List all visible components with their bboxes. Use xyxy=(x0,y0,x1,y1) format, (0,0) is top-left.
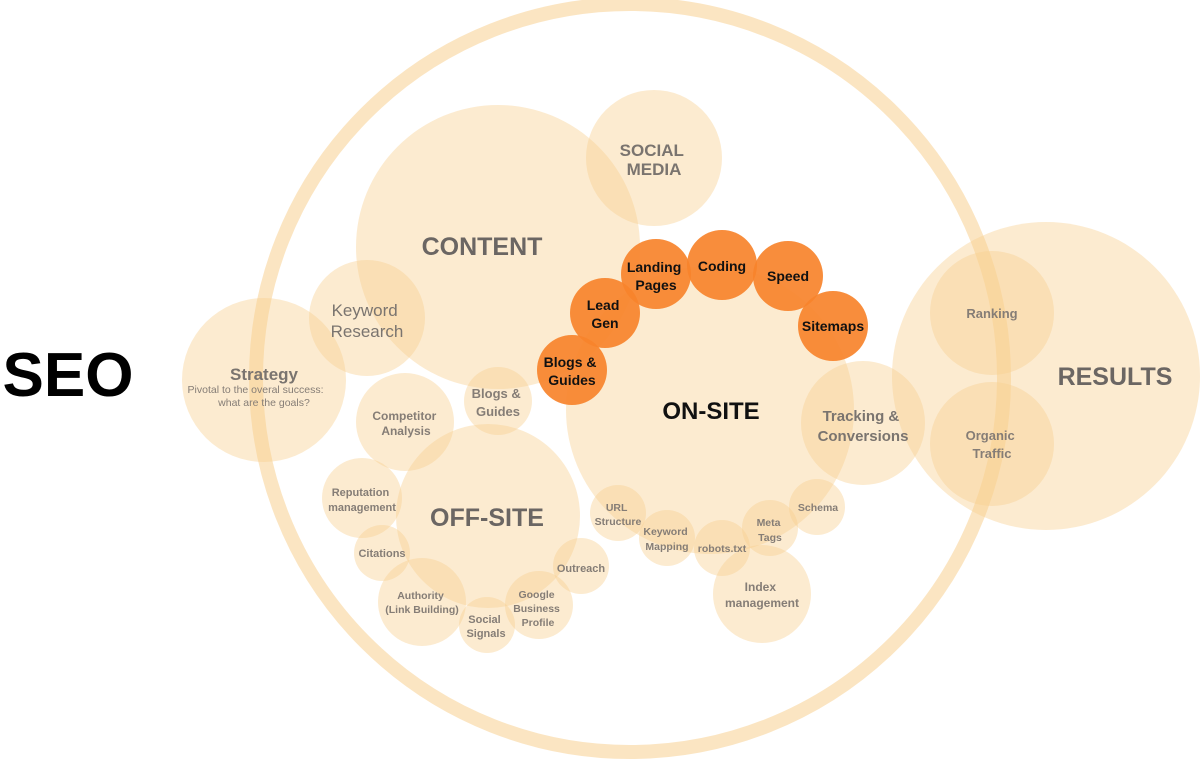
keyword-mapping-label: Keyword Mapping xyxy=(643,526,690,553)
index-management-label: Index management xyxy=(725,580,799,610)
blogs-guides-light-bubble xyxy=(464,367,532,435)
results-bubble xyxy=(892,222,1200,530)
reputation-management-label: Reputation management xyxy=(328,487,396,514)
results-label: RESULTS xyxy=(1058,363,1173,391)
sitemaps-label: Sitemaps xyxy=(802,318,864,334)
url-structure-bubble xyxy=(590,485,646,541)
blogs-guides-light-label: Blogs & Guides xyxy=(472,386,525,419)
content-label: CONTENT xyxy=(422,233,543,261)
speed-bubble xyxy=(753,241,823,311)
social-media-bubble xyxy=(586,90,722,226)
keyword-mapping-bubble xyxy=(639,510,695,566)
organic-traffic-bubble xyxy=(930,382,1054,506)
robots-txt-label: robots.txt xyxy=(698,543,747,555)
ecosystem-ring xyxy=(249,0,1011,759)
lead-gen-label: Lead Gen xyxy=(587,297,624,331)
robots-txt-bubble xyxy=(694,520,750,576)
social-signals-bubble xyxy=(459,597,515,653)
schema-bubble xyxy=(789,479,845,535)
blogs-guides-dark-label: Blogs & Guides xyxy=(544,354,601,388)
landing-pages-bubble xyxy=(621,239,691,309)
speed-label: Speed xyxy=(767,268,809,284)
ranking-label: Ranking xyxy=(966,306,1017,321)
citations-label: Citations xyxy=(358,548,405,560)
authority-bubble xyxy=(378,558,466,646)
tracking-conversions-label: Tracking & Conversions xyxy=(818,408,909,445)
social-media-label: SOCIAL MEDIA xyxy=(620,141,689,179)
seo-title: SEO xyxy=(3,341,134,410)
meta-tags-label: Meta Tags xyxy=(757,517,784,544)
citations-bubble xyxy=(354,525,410,581)
social-signals-label: Social Signals xyxy=(466,614,505,640)
ranking-bubble xyxy=(930,251,1054,375)
authority-label: Authority (Link Building) xyxy=(385,590,459,616)
strategy-note: Pivotal to the overal success: what are … xyxy=(188,384,327,409)
google-business-profile-bubble xyxy=(505,571,573,639)
strategy-bubble xyxy=(182,298,346,462)
url-structure-label: URL Structure xyxy=(595,502,642,528)
outreach-label: Outreach xyxy=(557,563,606,575)
strategy-label: Strategy xyxy=(230,365,299,384)
off-site-label: OFF-SITE xyxy=(430,504,544,532)
blogs-guides-dark-bubble xyxy=(537,335,607,405)
keyword-research-bubble xyxy=(309,260,425,376)
lead-gen-bubble xyxy=(570,278,640,348)
sitemaps-bubble xyxy=(798,291,868,361)
content-bubble xyxy=(356,105,640,389)
coding-bubble xyxy=(687,230,757,300)
competitor-analysis-label: Competitor Analysis xyxy=(372,409,439,438)
reputation-management-bubble xyxy=(322,458,402,538)
on-site-label: ON-SITE xyxy=(662,398,759,425)
keyword-research-label: Keyword Research xyxy=(331,301,404,341)
schema-label: Schema xyxy=(798,502,838,514)
outreach-bubble xyxy=(553,538,609,594)
on-site-bubble xyxy=(566,266,854,554)
coding-label: Coding xyxy=(698,258,746,274)
google-business-profile-label: Google Business Profile xyxy=(513,589,563,629)
organic-traffic-label: Organic Traffic xyxy=(966,428,1019,461)
index-management-bubble xyxy=(713,545,811,643)
tracking-conversions-bubble xyxy=(801,361,925,485)
off-site-bubble xyxy=(396,424,580,608)
meta-tags-bubble xyxy=(742,500,798,556)
landing-pages-label: Landing Pages xyxy=(627,259,685,293)
competitor-analysis-bubble xyxy=(356,373,454,471)
